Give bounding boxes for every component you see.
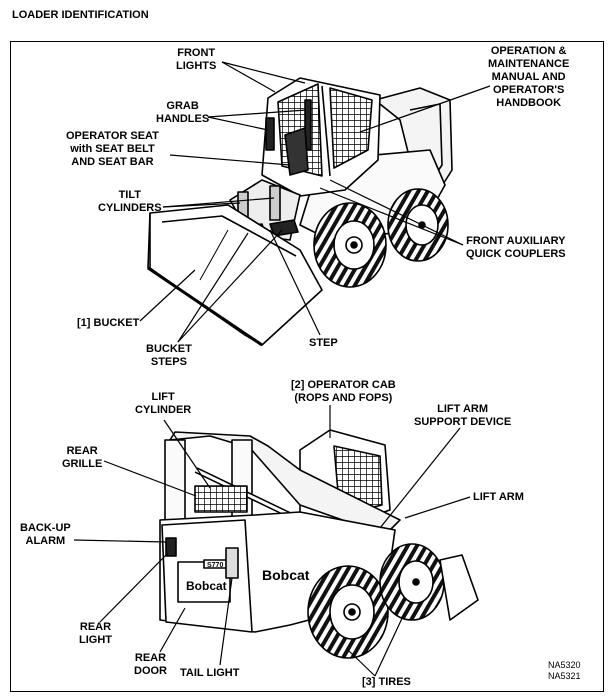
rear-tire-top bbox=[387, 188, 449, 262]
figure-code-1: NA5320 bbox=[548, 660, 581, 670]
label-bucket: [1] BUCKET bbox=[77, 317, 140, 329]
page-title: LOADER IDENTIFICATION bbox=[12, 9, 149, 21]
label-tires: [3] TIRES bbox=[362, 676, 411, 688]
rear-view-loader: Bobcat S770 Bobcat bbox=[159, 429, 479, 659]
label-step: STEP bbox=[309, 337, 338, 349]
rear-grille bbox=[194, 485, 248, 513]
label-operator-cab: [2] OPERATOR CAB(ROPS AND FOPS) bbox=[291, 379, 396, 404]
side-brand: Bobcat bbox=[262, 567, 310, 583]
model-badge: S770 bbox=[207, 562, 223, 569]
rear-tire-bottom bbox=[307, 565, 389, 659]
label-lift-arm: LIFT ARM bbox=[473, 491, 524, 503]
front-tire-bottom bbox=[379, 543, 445, 621]
operator-seat bbox=[284, 127, 309, 176]
figure-frame bbox=[10, 41, 604, 692]
figure-code-2: NA5321 bbox=[548, 671, 581, 681]
rear-door-brand: Bobcat bbox=[186, 579, 227, 593]
tail-light bbox=[225, 547, 239, 579]
leader-lines bbox=[73, 61, 491, 677]
rear-light-left bbox=[165, 537, 177, 557]
label-tail-light: TAIL LIGHT bbox=[180, 667, 240, 679]
front-tire-top bbox=[313, 202, 387, 288]
